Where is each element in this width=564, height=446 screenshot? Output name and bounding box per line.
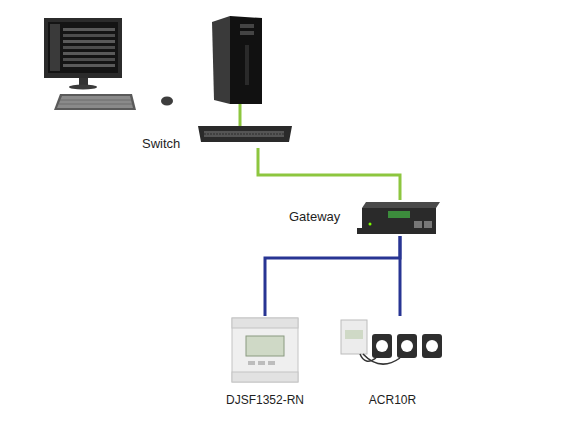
status-led — [369, 223, 372, 226]
network-cable — [265, 236, 400, 316]
tower-side — [212, 16, 230, 104]
ac-meter — [341, 320, 442, 364]
cable-line — [399, 236, 402, 316]
mouse — [161, 97, 173, 106]
screen-row — [63, 28, 115, 31]
switch-body — [198, 126, 292, 142]
meter-button — [258, 361, 265, 365]
device-node: ACR10R — [335, 316, 450, 408]
meter-display — [345, 330, 363, 339]
network-switch — [198, 126, 292, 142]
cable-line — [265, 236, 400, 316]
monitor-screen — [48, 22, 118, 73]
meter-module — [341, 320, 367, 354]
drive-bay — [240, 31, 254, 35]
dc-meter — [232, 318, 298, 382]
current-transformer — [372, 334, 392, 358]
gateway-device — [357, 202, 440, 234]
network-cable — [400, 236, 401, 316]
screen-row — [63, 58, 115, 61]
gateway-top — [362, 202, 440, 208]
screen-row — [63, 64, 115, 67]
device-node: Switch — [140, 124, 294, 148]
ct-hole — [376, 340, 388, 352]
meter-button — [248, 361, 255, 365]
current-transformer — [397, 334, 417, 358]
monitor-base — [69, 85, 97, 90]
meter-display — [246, 336, 284, 356]
key-row — [59, 104, 132, 105]
device-label: DJSF1352-RN — [215, 393, 315, 407]
screen-row — [63, 52, 115, 55]
mount-tab — [357, 228, 362, 234]
cable-line — [258, 148, 400, 200]
device-node: Gateway — [285, 200, 445, 236]
keyboard-body — [54, 94, 136, 110]
screen-row — [63, 40, 115, 43]
network-cable — [258, 148, 400, 200]
meter-terminals — [232, 318, 298, 328]
meter-button — [268, 361, 275, 365]
ct-hole — [426, 340, 438, 352]
current-transformer — [422, 334, 442, 358]
meter-body — [232, 318, 298, 382]
screen-panel — [50, 24, 60, 71]
device-node: DJSF1352-RN — [215, 316, 315, 408]
terminal-block — [388, 211, 410, 218]
rj45-port — [414, 221, 422, 228]
device-label: Switch — [142, 136, 180, 151]
tower-stripe — [245, 45, 249, 85]
meter-terminals — [232, 372, 298, 382]
monitor — [44, 18, 122, 90]
monitor-bezel — [44, 18, 122, 78]
keyboard — [54, 94, 136, 110]
ct-hole — [401, 340, 413, 352]
rj45-port — [424, 221, 432, 228]
pc-tower — [212, 16, 262, 104]
drive-bay — [240, 24, 254, 28]
port-divider — [204, 134, 284, 135]
keyboard-keys — [57, 96, 133, 108]
device-label: ACR10R — [335, 393, 450, 407]
ct-wire — [363, 354, 400, 364]
key-row — [60, 100, 131, 101]
screen-row — [63, 46, 115, 49]
screen-row — [63, 34, 115, 37]
gateway-body — [362, 208, 436, 234]
ethernet-cable — [239, 104, 242, 129]
device-label: Gateway — [289, 209, 340, 224]
switch-ports — [204, 131, 284, 137]
tower-front — [230, 16, 262, 104]
